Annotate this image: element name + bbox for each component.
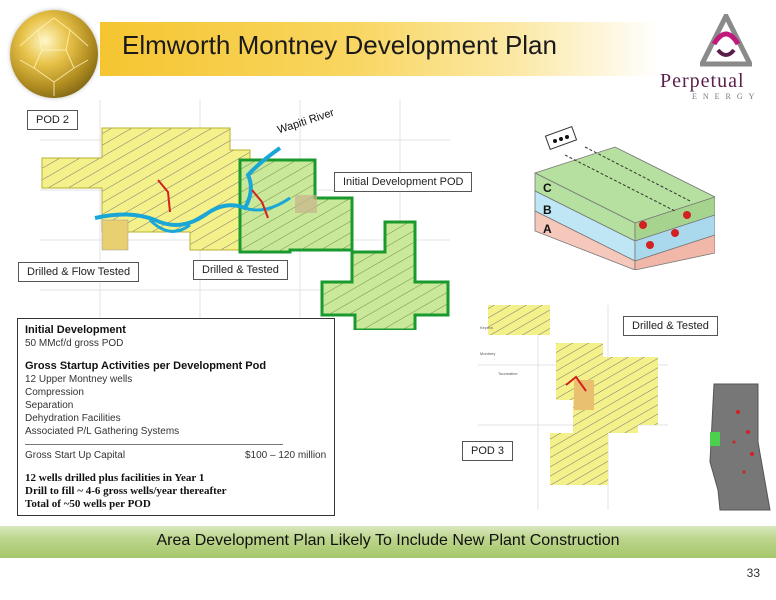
perpetual-logo-icon <box>700 14 752 67</box>
info-heading: Initial Development <box>25 324 126 336</box>
footer-band <box>0 526 776 558</box>
layer-a-label: A <box>543 222 552 236</box>
page-title: Elmworth Montney Development Plan <box>122 30 557 60</box>
initial-pod-label: Initial Development POD <box>334 172 473 192</box>
summary-line: 12 wells drilled plus facilities in Year… <box>25 472 205 484</box>
footer-text: Area Development Plan Likely To Include … <box>156 532 620 549</box>
drilled-tested-label-1: Drilled & Tested <box>193 260 288 280</box>
logo-sub: ENERGY <box>692 92 761 101</box>
pod3-label: POD 3 <box>462 441 514 461</box>
layer-c-label: C <box>543 181 552 195</box>
activities-heading: Gross Startup Activities per Development… <box>25 360 267 372</box>
montney-layer-diagram <box>533 125 715 270</box>
capital-label: Gross Start Up Capital <box>25 450 126 461</box>
main-development-map <box>40 100 450 330</box>
activity-item: 12 Upper Montney wells <box>25 374 133 385</box>
logo-name: Perpetual <box>660 70 745 92</box>
initial-development-box: Initial Development 50 MMcf/d gross POD … <box>17 318 335 516</box>
activity-item: Associated P/L Gathering Systems <box>25 426 180 437</box>
pod2-label: POD 2 <box>27 110 79 130</box>
summary-line: Total of ~50 wells per POD <box>25 498 151 510</box>
layer-b-label: B <box>543 203 552 217</box>
activity-item: Compression <box>25 387 84 398</box>
svg-text:Keyera: Keyera <box>480 325 493 330</box>
drilled-tested-label-2: Drilled & Tested <box>623 316 718 336</box>
info-subheading: 50 MMcf/d gross POD <box>25 338 124 349</box>
summary-line: Drill to fill ~ 4-6 gross wells/year the… <box>25 485 227 497</box>
activity-item: Separation <box>25 400 74 411</box>
divider <box>25 444 283 445</box>
svg-text:Tourmaline: Tourmaline <box>498 371 518 376</box>
page-number: 33 <box>746 566 760 580</box>
globe-logo-image <box>10 10 98 98</box>
title-band <box>100 22 660 76</box>
alberta-inset-map <box>709 383 771 511</box>
drilled-flow-tested-label: Drilled & Flow Tested <box>18 262 140 282</box>
activity-item: Dehydration Facilities <box>25 413 121 424</box>
svg-text:Montney: Montney <box>480 351 495 356</box>
capital-value: $100 – 120 million <box>245 450 327 461</box>
